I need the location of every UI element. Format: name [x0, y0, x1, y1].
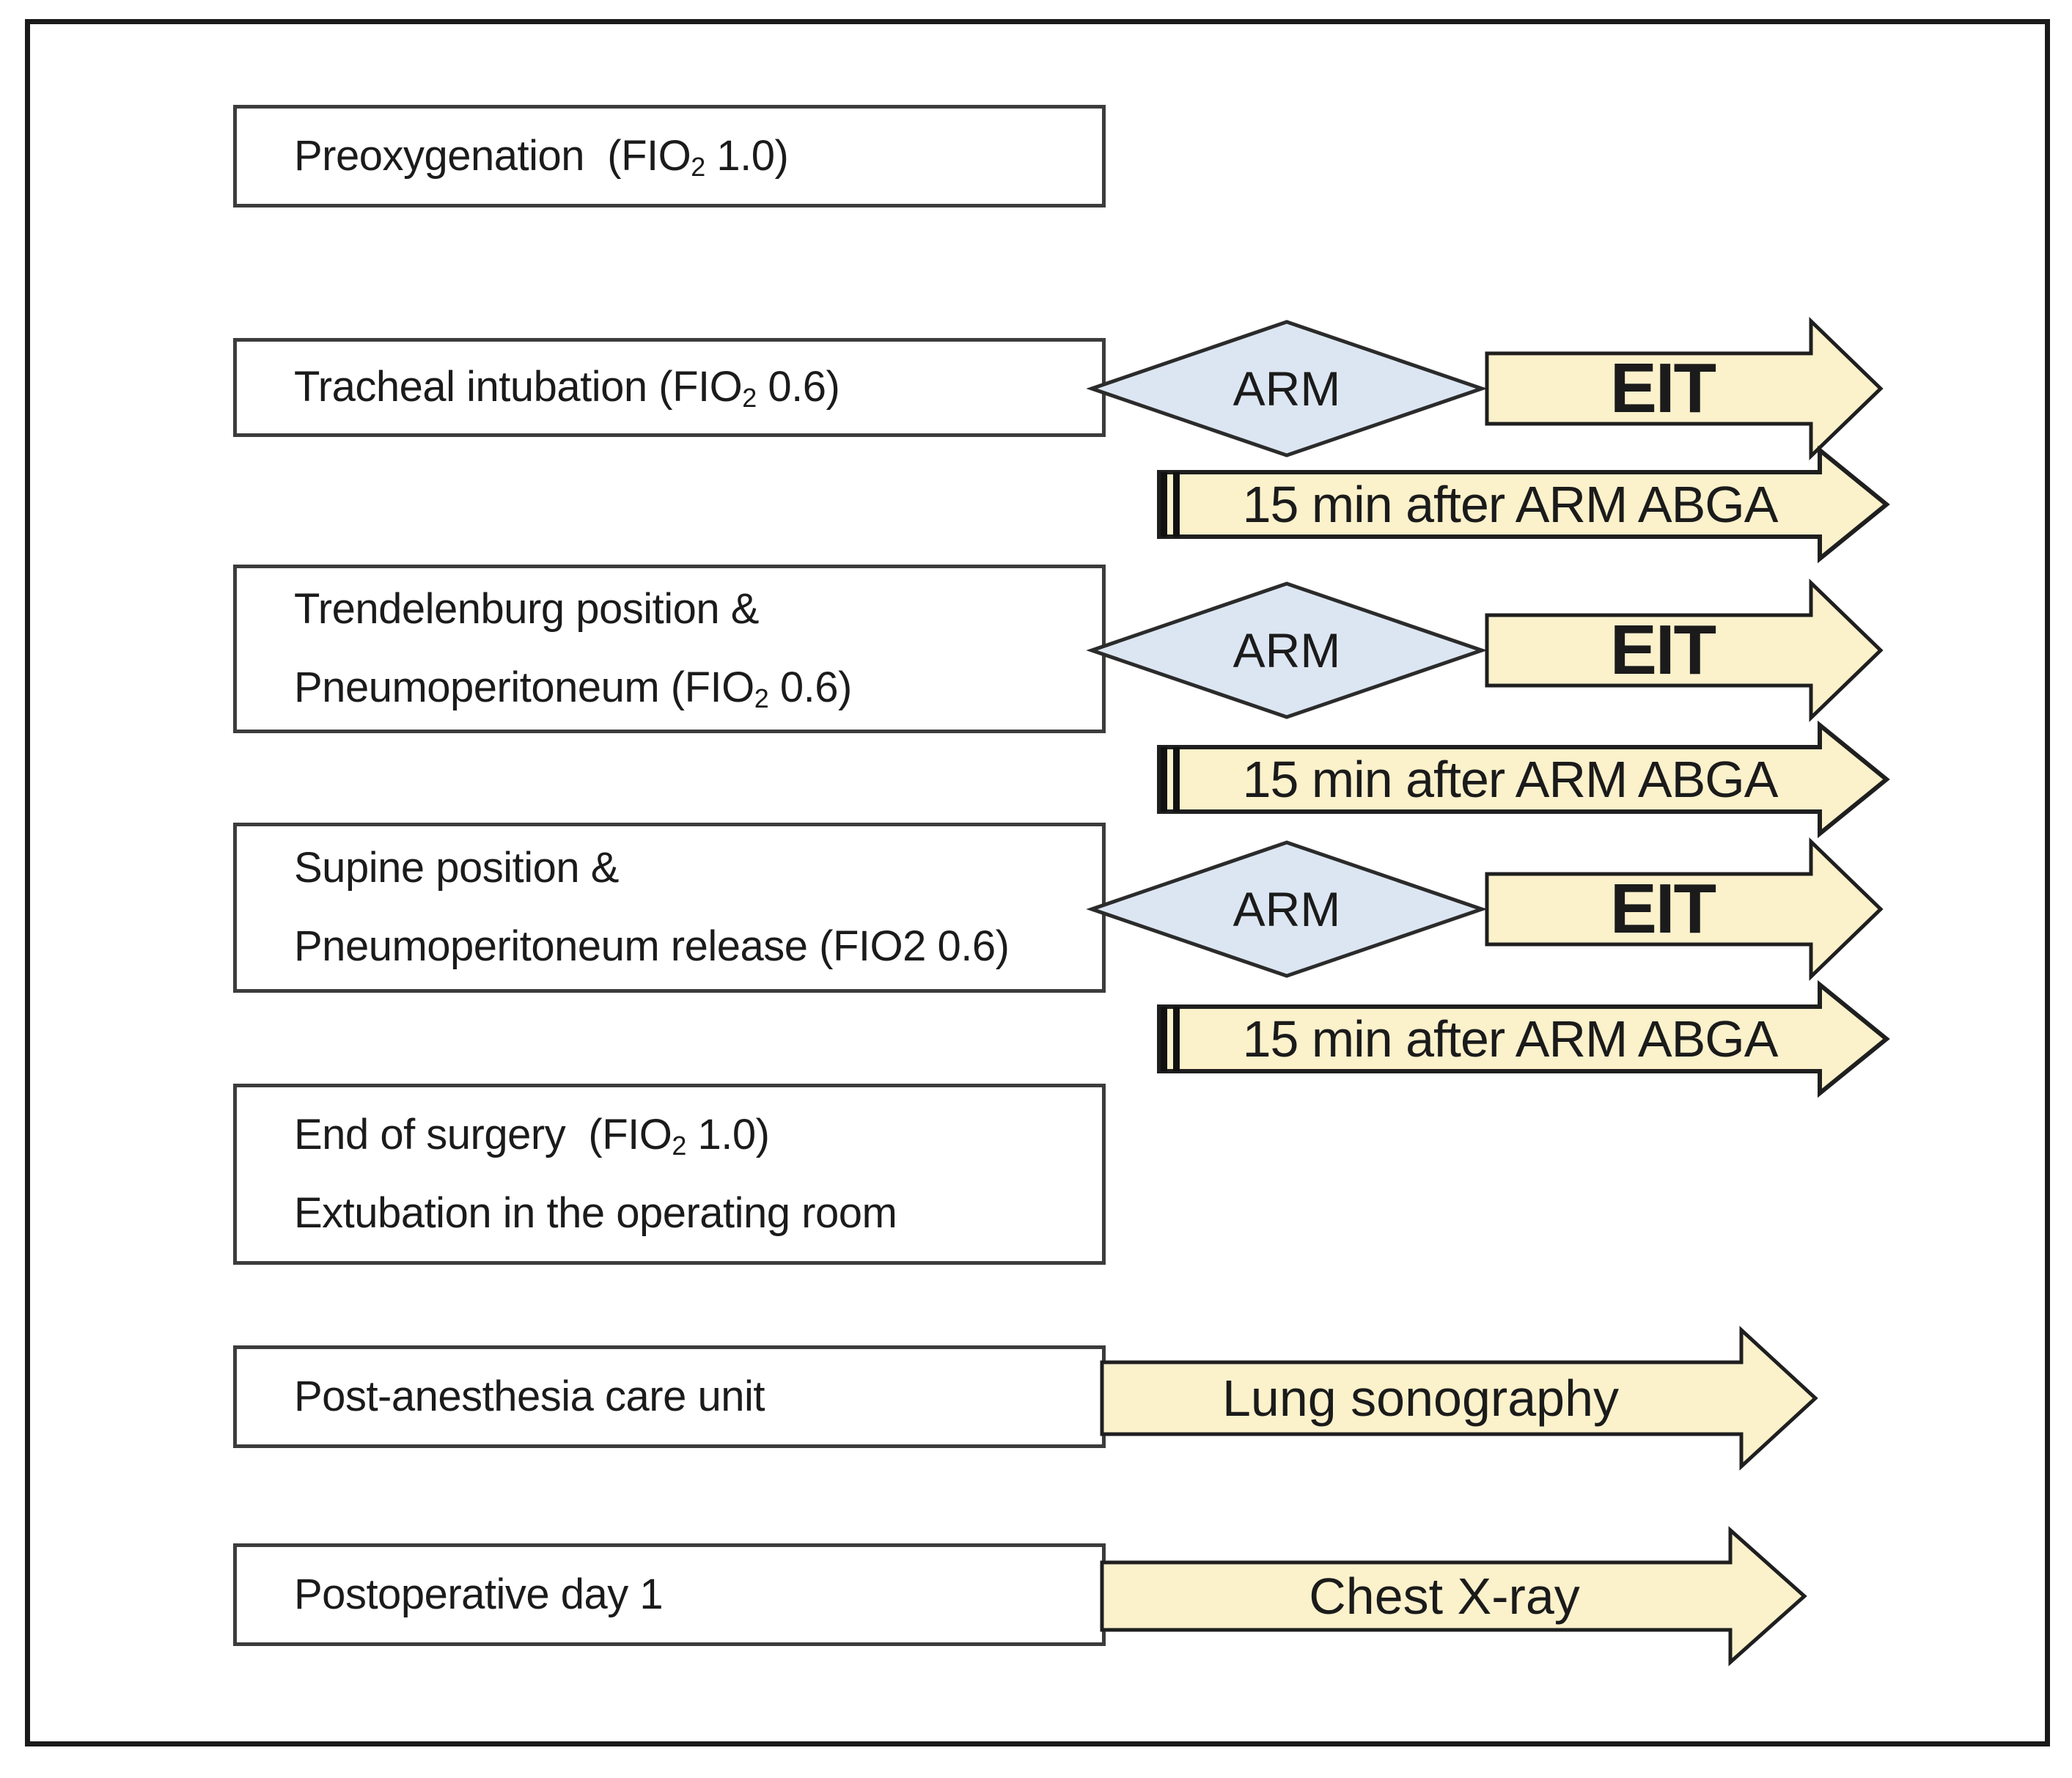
step-box-supine-pneumoperitoneum-release: Supine position & Pneumoperitoneum relea… [233, 823, 1106, 993]
diamond-shape [1086, 320, 1488, 458]
label-text: Supine position & [294, 844, 619, 892]
arrow-polygon [1157, 980, 1890, 1098]
right-arrow-shape [1485, 317, 1884, 460]
arrow-polygon [1485, 578, 1884, 722]
right-arrow-shape [1100, 1326, 1818, 1471]
right-arrow-shape [1100, 1526, 1807, 1667]
step-box-preoxygenation: Preoxygenation (FIO2 1.0) [233, 105, 1106, 207]
step-label: Preoxygenation (FIO2 1.0) [294, 131, 1102, 182]
chest-xray-label: Chest X-ray [1309, 1568, 1580, 1625]
step-label: Supine position & [294, 844, 1102, 892]
eit-arrow-2: EIT [1485, 578, 1884, 722]
label-subscript: 2 [754, 683, 769, 713]
label-text: Pneumoperitoneum release (FIO2 0.6) [294, 922, 1010, 970]
abga-label: 15 min after ARM ABGA [1242, 476, 1779, 533]
diamond-polygon [1086, 581, 1488, 719]
right-arrow-shape [1157, 980, 1890, 1098]
step-label: Extubation in the operating room [294, 1191, 1102, 1236]
diamond-shape [1086, 581, 1488, 719]
abga-arrow-3: 15 min after ARM ABGA [1156, 980, 1890, 1098]
step-box-end-of-surgery: End of surgery (FIO2 1.0) Extubation in … [233, 1084, 1106, 1265]
step-label: Post-anesthesia care unit [294, 1372, 1102, 1420]
step-label: Tracheal intubation (FIO2 0.6) [294, 363, 1102, 413]
diamond-polygon [1086, 320, 1488, 458]
label-text: Extubation in the operating room [294, 1189, 897, 1237]
label-text: 0.6) [756, 363, 840, 411]
label-text: Postoperative day 1 [294, 1570, 664, 1618]
label-subscript: 2 [742, 382, 757, 413]
abga-arrow-1: 15 min after ARM ABGA [1156, 445, 1890, 564]
label-text: Preoxygenation (FIO [294, 131, 691, 180]
eit-label: EIT [1609, 349, 1716, 427]
step-box-trendelenburg-pneumoperitoneum: Trendelenburg position & Pneumoperitoneu… [233, 565, 1106, 733]
arm-label: ARM [1232, 882, 1341, 936]
pause-bars-icon [1161, 747, 1167, 812]
right-arrow-shape [1157, 720, 1890, 839]
arm-label: ARM [1232, 361, 1341, 416]
step-label: Pneumoperitoneum (FIO2 0.6) [294, 664, 1102, 713]
eit-arrow-3: EIT [1485, 837, 1884, 981]
arm-label: ARM [1232, 623, 1341, 677]
arrow-polygon [1100, 1526, 1807, 1667]
right-arrow-shape [1485, 837, 1884, 981]
label-text: Tracheal intubation (FIO [294, 363, 743, 411]
arm-diamond-2: ARM [1086, 581, 1488, 720]
lung-sonography-label: Lung sonography [1222, 1370, 1619, 1427]
lung-sonography-arrow: Lung sonography [1100, 1326, 1818, 1471]
right-arrow-shape [1157, 445, 1890, 564]
abga-label: 15 min after ARM ABGA [1242, 751, 1779, 808]
label-text: 1.0) [705, 131, 789, 180]
label-subscript: 2 [672, 1130, 686, 1161]
diamond-shape [1086, 840, 1488, 978]
abga-arrow-2: 15 min after ARM ABGA [1156, 720, 1890, 839]
diamond-polygon [1086, 840, 1488, 978]
step-label: Pneumoperitoneum release (FIO2 0.6) [294, 922, 1102, 970]
abga-label: 15 min after ARM ABGA [1242, 1010, 1779, 1068]
label-text: Pneumoperitoneum (FIO [294, 664, 754, 711]
pause-bars-icon [1173, 747, 1180, 812]
step-label: End of surgery (FIO2 1.0) [294, 1110, 1102, 1161]
arrow-polygon [1157, 720, 1890, 839]
arrow-polygon [1485, 317, 1884, 460]
chest-xray-arrow: Chest X-ray [1100, 1526, 1807, 1667]
label-text: Trendelenburg position & [294, 585, 759, 633]
right-arrow-shape [1485, 578, 1884, 722]
pause-bars-icon [1173, 1007, 1180, 1071]
label-subscript: 2 [691, 151, 705, 182]
arm-diamond-1: ARM [1086, 319, 1488, 458]
step-box-postoperative-day-1: Postoperative day 1 [233, 1543, 1106, 1646]
pause-bars-icon [1161, 1007, 1167, 1071]
step-label: Postoperative day 1 [294, 1570, 1102, 1618]
arm-diamond-3: ARM [1086, 840, 1488, 979]
label-text: Post-anesthesia care unit [294, 1372, 765, 1420]
label-text: 1.0) [686, 1110, 770, 1158]
step-box-post-anesthesia-care-unit: Post-anesthesia care unit [233, 1345, 1106, 1448]
label-text: End of surgery (FIO [294, 1110, 672, 1158]
eit-label: EIT [1609, 870, 1716, 948]
pause-bars-icon [1161, 472, 1167, 537]
eit-arrow-1: EIT [1485, 317, 1884, 460]
eit-label: EIT [1609, 611, 1716, 689]
arrow-polygon [1100, 1326, 1818, 1471]
arrow-polygon [1157, 445, 1890, 564]
step-label: Trendelenburg position & [294, 587, 1102, 632]
label-text: 0.6) [768, 664, 852, 711]
arrow-polygon [1485, 837, 1884, 981]
step-box-tracheal-intubation: Tracheal intubation (FIO2 0.6) [233, 338, 1106, 437]
pause-bars-icon [1173, 472, 1180, 537]
